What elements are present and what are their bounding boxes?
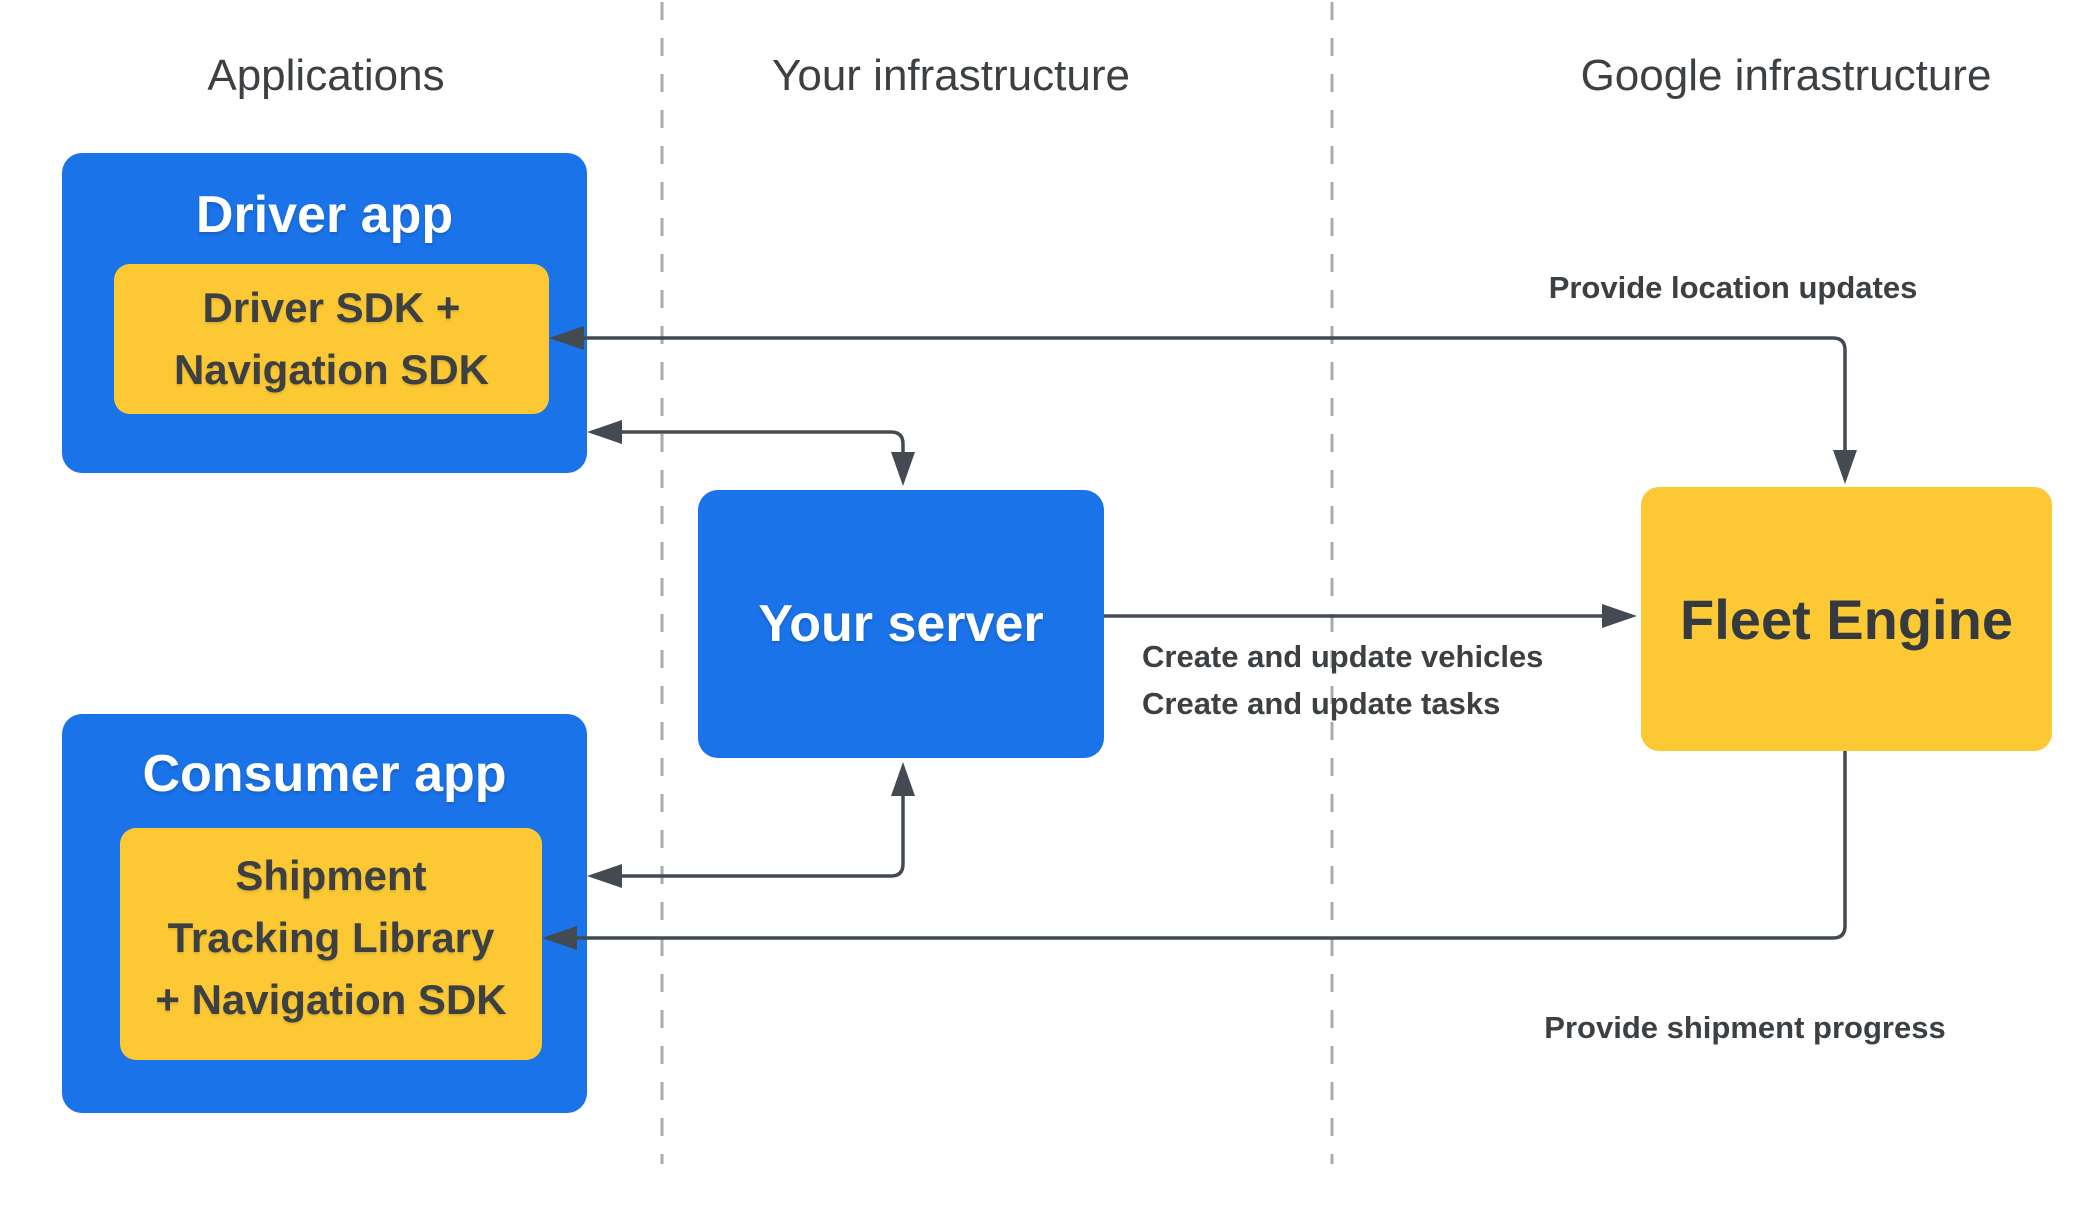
arrow-driver-app-your-server (622, 430, 905, 452)
arrowhead-into-your-server-top (891, 452, 915, 486)
arrowhead-into-fleet-engine-top (1833, 450, 1857, 484)
arrow-driver-sdk-fleet-engine (584, 336, 1847, 450)
consumer-sdk-line-1: Shipment (235, 852, 427, 899)
your-server-title: Your server (758, 595, 1044, 653)
shipment-tracking-library-text: Shipment Tracking Library + Navigation S… (120, 845, 542, 1031)
edge-label-provide-location-updates: Provide location updates (1548, 270, 1918, 305)
driver-app-title: Driver app (195, 186, 454, 244)
driver-sdk-line-2: Navigation SDK (173, 346, 490, 393)
edge-label-create-update: Create and update vehicles Create and up… (1142, 633, 1543, 727)
fleet-engine-box: Fleet Engine (1641, 487, 2052, 751)
consumer-app-box: Consumer app Shipment Tracking Library +… (62, 714, 587, 1113)
arrow-your-server-consumer-app (622, 796, 905, 878)
column-header-your-infrastructure: Your infrastructure (772, 51, 1130, 100)
fleet-engine-title: Fleet Engine (1680, 587, 2013, 651)
arrowhead-into-consumer-app (587, 864, 622, 888)
column-header-applications: Applications (207, 51, 445, 100)
consumer-app-title: Consumer app (142, 745, 507, 803)
arrowhead-into-your-server-bottom (891, 762, 915, 796)
consumer-sdk-line-3: + Navigation SDK (155, 976, 507, 1023)
consumer-sdk-line-2: Tracking Library (167, 914, 495, 961)
arrowhead-into-driver-app (587, 420, 622, 444)
edge-label-create-update-tasks: Create and update tasks (1142, 686, 1501, 721)
arrow-fleet-engine-shipment-library (577, 751, 1847, 940)
edge-label-provide-shipment-progress: Provide shipment progress (1544, 1010, 1946, 1045)
driver-sdk-line-1: Driver SDK + (202, 284, 461, 331)
driver-app-box: Driver app Driver SDK + Navigation SDK (62, 153, 587, 473)
arrowhead-into-fleet-engine-left (1602, 604, 1637, 628)
shipment-tracking-library-box: Shipment Tracking Library + Navigation S… (120, 828, 542, 1060)
column-header-google-infrastructure: Google infrastructure (1580, 51, 1992, 100)
edge-label-create-update-vehicles: Create and update vehicles (1142, 639, 1544, 674)
driver-sdk-box: Driver SDK + Navigation SDK (114, 264, 549, 414)
your-server-box: Your server (698, 490, 1104, 758)
driver-sdk-text: Driver SDK + Navigation SDK (114, 277, 549, 401)
